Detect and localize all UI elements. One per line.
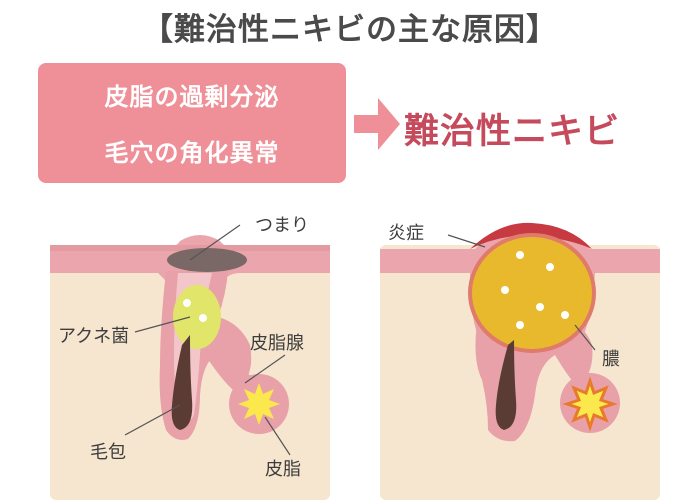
pus-pocket (468, 233, 596, 353)
pore-plug (167, 248, 247, 272)
label-pus: 膿 (602, 349, 620, 370)
label-plug: つまり (255, 215, 309, 236)
inflamed-pimple-diagram: 炎症 膿 (370, 205, 660, 500)
hair-root (495, 340, 517, 430)
cause-keratinization: 毛穴の角化異常 (104, 139, 280, 167)
label-sebaceous-gland: 皮脂腺 (250, 333, 304, 354)
sebum-burst (562, 376, 618, 432)
cause-excess-sebum: 皮脂の過剰分泌 (104, 83, 280, 111)
sebum-burst (238, 383, 280, 425)
label-sebum: 皮脂 (265, 459, 301, 480)
inflamed-pimple-illustration (380, 222, 660, 500)
label-inflammation: 炎症 (388, 223, 424, 244)
acne-bacteria (173, 285, 221, 349)
arrow-right-icon (354, 98, 400, 150)
clogged-pore-diagram: つまり アクネ菌 皮脂腺 毛包 皮脂 (40, 205, 330, 500)
clogged-pore-illustration (50, 224, 330, 500)
label-bacteria: アクネ菌 (58, 326, 130, 347)
label-follicle: 毛包 (90, 442, 126, 463)
result-label: 難治性ニキビ (404, 112, 621, 152)
causes-box: 皮脂の過剰分泌 毛穴の角化異常 (38, 63, 346, 183)
page-title: 【難治性ニキビの主な原因】 (142, 12, 558, 48)
inflamed-surface (470, 222, 592, 249)
